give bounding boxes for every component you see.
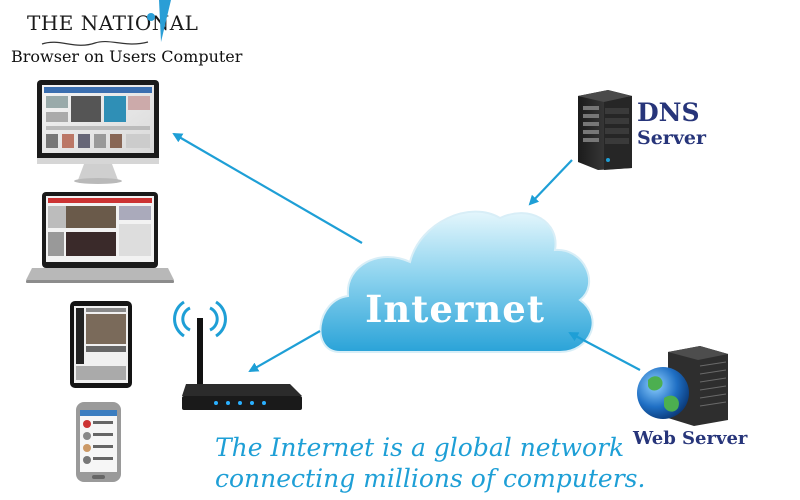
- arrow-web-to-cloud: [568, 332, 641, 371]
- dns-label-line1: DNS: [637, 98, 700, 127]
- arrow-dns-to-cloud: [528, 159, 573, 206]
- logo-swirl-icon: [41, 40, 149, 46]
- tagline-line1: The Internet is a global network: [215, 433, 625, 462]
- tagline: The Internet is a global network connect…: [215, 432, 645, 494]
- dns-server-label: DNS Server: [637, 100, 706, 148]
- desktop-monitor-icon: [37, 80, 159, 184]
- wifi-router-icon: [173, 300, 302, 410]
- internet-label: Internet: [365, 287, 545, 331]
- web-server-icon: [637, 346, 728, 426]
- arrows: [172, 132, 641, 372]
- tablet-icon: [70, 301, 132, 388]
- arrow-to-router: [248, 330, 321, 372]
- internet-cloud: [319, 210, 594, 353]
- smartphone-icon: [76, 402, 121, 482]
- dns-label-line2: Server: [637, 127, 706, 149]
- arrow-to-monitor: [172, 132, 363, 244]
- logo-beam-icon: [147, 0, 171, 42]
- publisher-logo: THE NATIONAL: [27, 11, 199, 35]
- web-server-label: Web Server: [633, 428, 748, 449]
- caption-browser: Browser on Users Computer: [11, 47, 243, 66]
- dns-server-icon: [578, 90, 632, 170]
- tagline-line2: connecting millions of computers.: [215, 464, 646, 493]
- laptop-icon: [26, 192, 174, 283]
